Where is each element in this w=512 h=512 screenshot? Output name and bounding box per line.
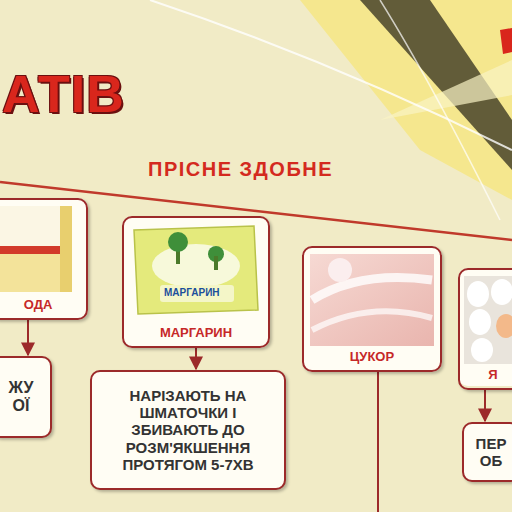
ingredient-box: МАРГАРИН [122,216,270,348]
step-text: ЖУ ОЇ [0,379,42,416]
step-box: НАРІЗАЮТЬ НА ШМАТОЧКИ І ЗБИВАЮТЬ ДО РОЗМ… [90,370,286,490]
ingredient-box: ОДА [0,198,88,320]
step-text: НАРІЗАЮТЬ НА ШМАТОЧКИ І ЗБИВАЮТЬ ДО РОЗМ… [100,387,276,473]
page-title: АТІВ [2,64,125,124]
step-box: ЖУ ОЇ [0,356,52,438]
step-text: ПЕР ОБ [472,435,510,470]
ingredient-box: ЦУКОР [302,246,442,372]
ingredient-name: ЦУКОР [350,350,394,365]
flow-arrow [484,390,486,421]
flow-arrow [27,320,29,355]
section-heading: ПРІСНЕ ЗДОБНЕ [148,158,333,181]
package-label: МАРГАРИН [164,287,220,298]
ingredient-name: ОДА [24,298,53,313]
flow-arrow [195,348,197,369]
ingredient-name: Я [488,368,497,383]
ingredient-box: Я [458,268,512,390]
ingredient-name: МАРГАРИН [160,326,232,341]
step-box: ПЕР ОБ [462,422,512,482]
